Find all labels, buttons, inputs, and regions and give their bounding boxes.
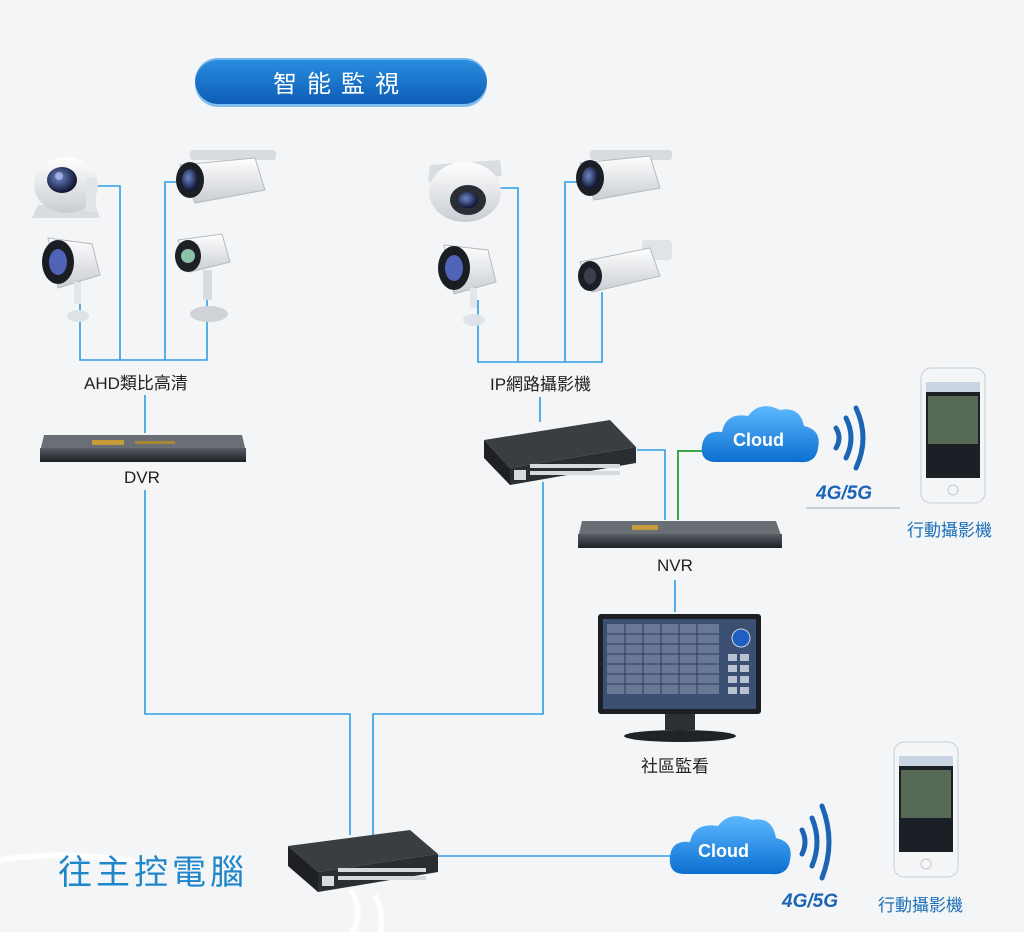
monitor-icon [598,614,761,742]
cloud-icon [669,816,791,875]
dvr-label: DVR [124,468,160,487]
network-label: 4G/5G [782,891,838,912]
mobile-camera-label: 行動攝影機 [878,896,963,915]
network-switch-icon [484,420,636,485]
nvr-label: NVR [657,556,693,575]
community-label: 社區監看 [641,757,709,776]
decorative-strokes [0,852,385,932]
main-control-label: 往主控電腦 [58,853,248,893]
smartphone-icon [920,367,986,504]
dome-camera-icon [32,157,100,218]
dvr-recorder-icon [40,435,246,462]
bullet-camera-icon [578,240,672,293]
network-label: 4G/5G [816,483,872,504]
ahd-label: AHD類比高清 [84,374,188,393]
mobile-camera-label: 行動攝影機 [907,521,992,540]
wifi-signal-icon [833,405,866,471]
ip-camera-label: IP網路攝影機 [490,375,592,394]
bullet-camera-icon [176,150,276,204]
smartphone-icon [893,741,959,878]
cloud-icon [701,406,819,463]
bullet-camera-icon [576,150,672,201]
page-title: 智能監視 [195,58,487,104]
bullet-camera-icon [175,233,231,322]
cloud-label: Cloud [733,430,784,450]
dome-camera-icon [428,160,502,222]
bullet-camera-icon [438,244,497,326]
nvr-recorder-icon [578,521,782,548]
network-switch-icon [288,830,438,892]
bullet-camera-icon [42,237,101,322]
wifi-signal-icon [799,803,832,881]
cloud-label: Cloud [698,841,749,861]
